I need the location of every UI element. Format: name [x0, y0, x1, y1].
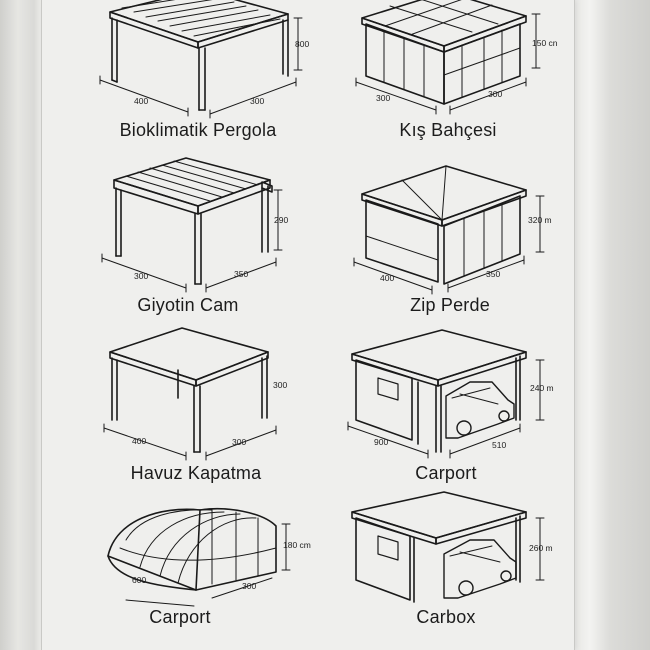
poster [42, 0, 574, 650]
dim-label: 510 [492, 440, 506, 450]
dim-label: 320 m [528, 215, 552, 225]
carport-car-drawing [347, 329, 545, 459]
carport-arched-drawing [107, 507, 291, 607]
item-title: Bioklimatik Pergola [119, 120, 277, 140]
item-title: Giyotin Cam [137, 295, 239, 315]
giyotin-cam-drawing [101, 157, 283, 293]
dim-label: 300 [232, 437, 246, 447]
carbox-drawing [351, 491, 545, 603]
dim-label: 800 [295, 39, 309, 49]
dim-label: 180 cm [283, 540, 311, 550]
dim-label: 290 [274, 215, 288, 225]
item-title: Carbox [416, 607, 476, 627]
dim-label: 400 [380, 273, 394, 283]
zip-perde-drawing [353, 165, 545, 295]
item-title: Zip Perde [410, 295, 490, 315]
dim-label: 300 [134, 271, 148, 281]
dim-label: 350 [486, 269, 500, 279]
bioklimatik-pergola-drawing [99, 0, 303, 119]
dim-label: 600 [132, 575, 146, 585]
item-title: Carport [415, 463, 477, 483]
dim-label: 400 [132, 436, 146, 446]
havuz-kapatma-drawing [103, 327, 277, 461]
dim-label: 240 m [530, 383, 554, 393]
dim-label: 300 [376, 93, 390, 103]
dim-label: 300 [242, 581, 256, 591]
item-title: Carport [149, 607, 211, 627]
dim-label: 900 [374, 437, 388, 447]
dim-label: 260 m [529, 543, 553, 553]
dim-label: 350 [234, 269, 248, 279]
picture-frame-right [570, 0, 650, 650]
item-title: Kış Bahçesi [399, 120, 497, 140]
item-title: Havuz Kapatma [130, 463, 262, 483]
dim-label: 400 [134, 96, 148, 106]
kis-bahcesi-drawing [355, 0, 541, 115]
dim-label: 300 [250, 96, 264, 106]
dim-label: 300 [488, 89, 502, 99]
dim-label: 150 cn [532, 38, 558, 48]
dim-label: 300 [273, 380, 287, 390]
